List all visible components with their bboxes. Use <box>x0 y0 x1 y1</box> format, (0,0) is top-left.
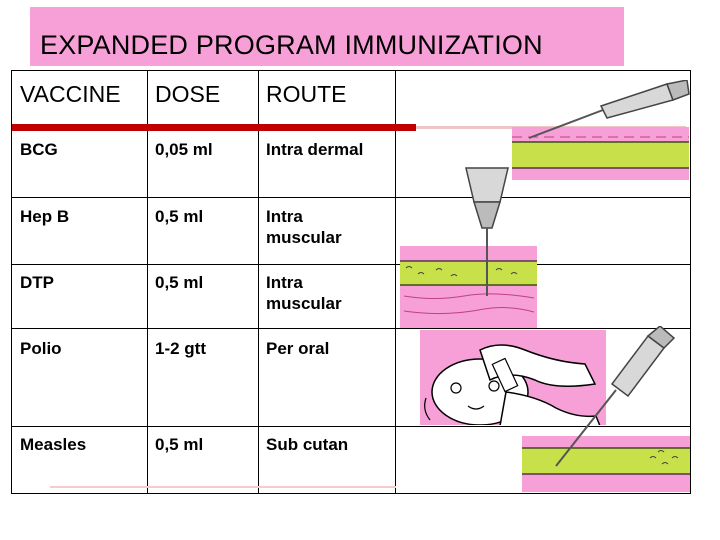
subcutaneous-injection-icon <box>522 326 690 492</box>
vaccine-dose: 0,5 ml <box>155 435 204 454</box>
header-dose: DOSE <box>155 81 221 107</box>
intramuscular-injection-icon <box>400 167 537 328</box>
column-divider <box>395 71 396 493</box>
header-vaccine: VACCINE <box>20 81 121 107</box>
vaccine-name: Measles <box>20 435 87 454</box>
vaccine-name: Hep B <box>20 207 70 226</box>
vaccine-route: Intra muscular <box>266 207 342 247</box>
vaccine-name: BCG <box>20 140 58 159</box>
header-route: ROUTE <box>266 81 347 107</box>
row-divider <box>12 264 690 265</box>
page-title: EXPANDED PROGRAM IMMUNIZATION <box>40 30 543 60</box>
vaccine-dose: 0,05 ml <box>155 140 213 159</box>
vaccine-dose: 0,5 ml <box>155 273 204 292</box>
row-divider <box>12 328 690 329</box>
vaccine-name: Polio <box>20 339 62 358</box>
vaccine-route: Intra dermal <box>266 140 364 159</box>
title-banner <box>30 7 624 66</box>
column-divider <box>147 71 148 493</box>
oral-drops-icon <box>420 330 606 425</box>
intradermal-injection-icon <box>512 80 690 180</box>
column-divider <box>258 71 259 493</box>
vaccine-route: Intra muscular <box>266 273 342 313</box>
vaccine-dose: 0,5 ml <box>155 207 204 226</box>
vaccine-route: Sub cutan <box>266 435 349 454</box>
row-divider <box>12 426 690 427</box>
row-divider <box>12 197 690 198</box>
vaccine-table <box>11 70 691 494</box>
vaccine-route: Per oral <box>266 339 330 358</box>
bottom-rule <box>50 486 396 488</box>
header-rule <box>12 124 416 131</box>
vaccine-name: DTP <box>20 273 54 292</box>
vaccine-dose: 1-2 gtt <box>155 339 206 358</box>
